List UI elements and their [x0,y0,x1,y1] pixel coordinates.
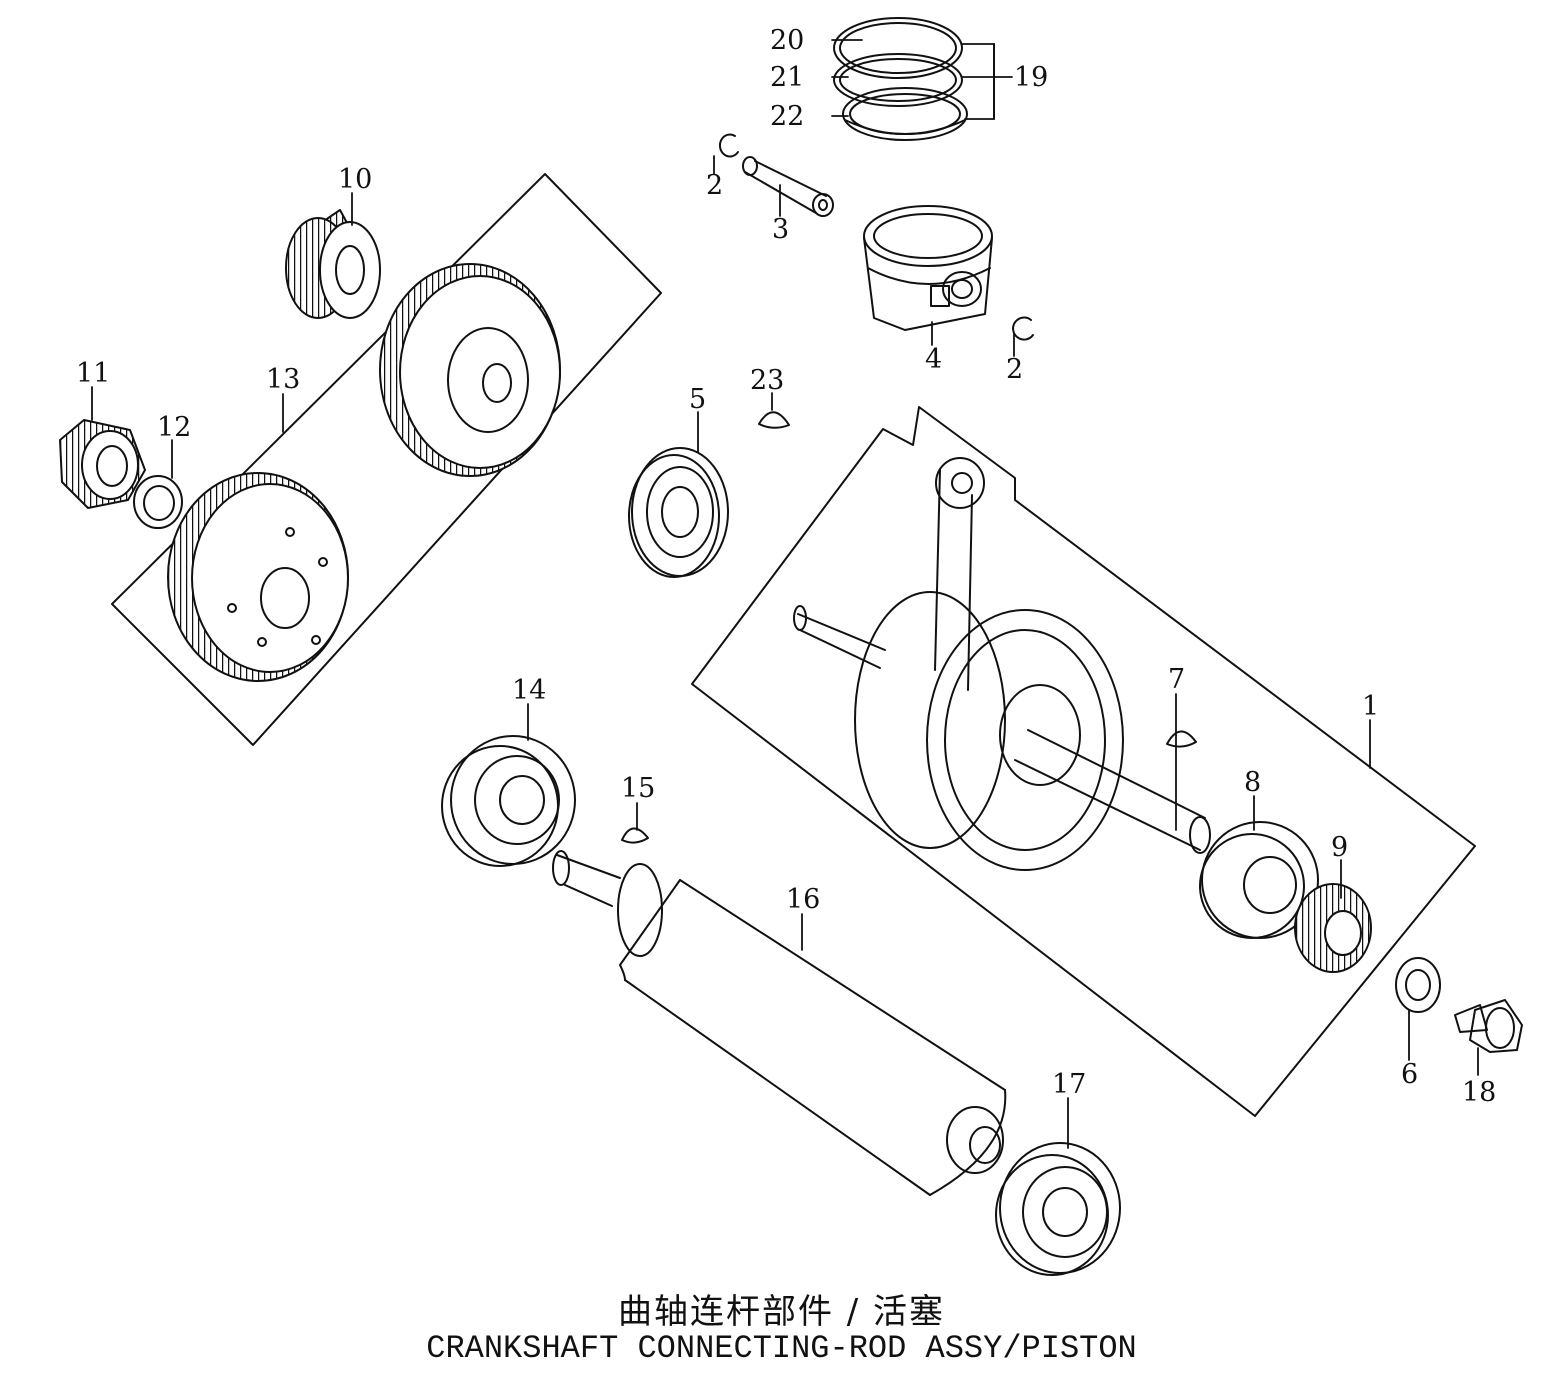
balance-shaft [552,850,1007,1196]
callout-19: 19 [1014,62,1048,93]
callout-14: 14 [512,675,546,706]
gear-10 [285,209,381,319]
bearing-14 [441,735,576,867]
callout-21: 21 [770,62,804,93]
washer-12 [133,475,183,529]
piston-clip-upper-icon [718,133,739,158]
callout-12: 12 [157,412,191,443]
woodruff-key-7-icon [1166,730,1197,748]
callout-18: 18 [1462,1077,1496,1108]
caption-chinese-title: 曲轴连杆部件 / 活塞 [617,1292,946,1332]
piston-pin [742,156,834,217]
callout-6: 6 [1401,1059,1418,1090]
callout-3: 3 [772,214,789,245]
callout-2-lower: 2 [1006,354,1023,385]
gear-13-lower [167,472,349,682]
bolt-18 [1454,999,1523,1053]
gear-13-upper [379,263,561,477]
gear-group-box [111,173,662,746]
callout-23: 23 [750,365,784,396]
leader-lines [91,39,1479,1149]
callout-4: 4 [925,344,942,375]
callout-15: 15 [621,773,655,804]
piston-ring-set [833,17,995,141]
callout-16: 16 [786,884,820,915]
piston-clip-lower-icon [1012,316,1034,341]
nut-11 [59,419,146,509]
bearing-17 [995,1142,1121,1276]
woodruff-key-15-icon [621,827,649,844]
callout-1: 1 [1362,691,1379,722]
callout-22: 22 [770,101,804,132]
washer-6 [1395,957,1441,1013]
caption-english-title: CRANKSHAFT CONNECTING-ROD ASSY/PISTON [426,1330,1137,1367]
woodruff-key-23-icon [758,411,790,429]
crankshaft-assembly [793,457,1211,871]
callout-5: 5 [689,384,706,415]
callout-11: 11 [76,358,110,389]
callout-9: 9 [1331,832,1348,863]
callout-8: 8 [1244,767,1261,798]
gear-9 [1294,883,1372,973]
callout-20: 20 [770,25,804,56]
callout-13: 13 [266,364,300,395]
callout-2-upper: 2 [706,170,723,201]
crankshaft-group-box [691,406,1476,1117]
callout-7: 7 [1168,664,1185,695]
callout-10: 10 [338,164,372,195]
bearing-5 [628,447,729,578]
callout-17: 17 [1052,1069,1086,1100]
piston [863,205,993,331]
bearing-8 [1199,821,1319,939]
